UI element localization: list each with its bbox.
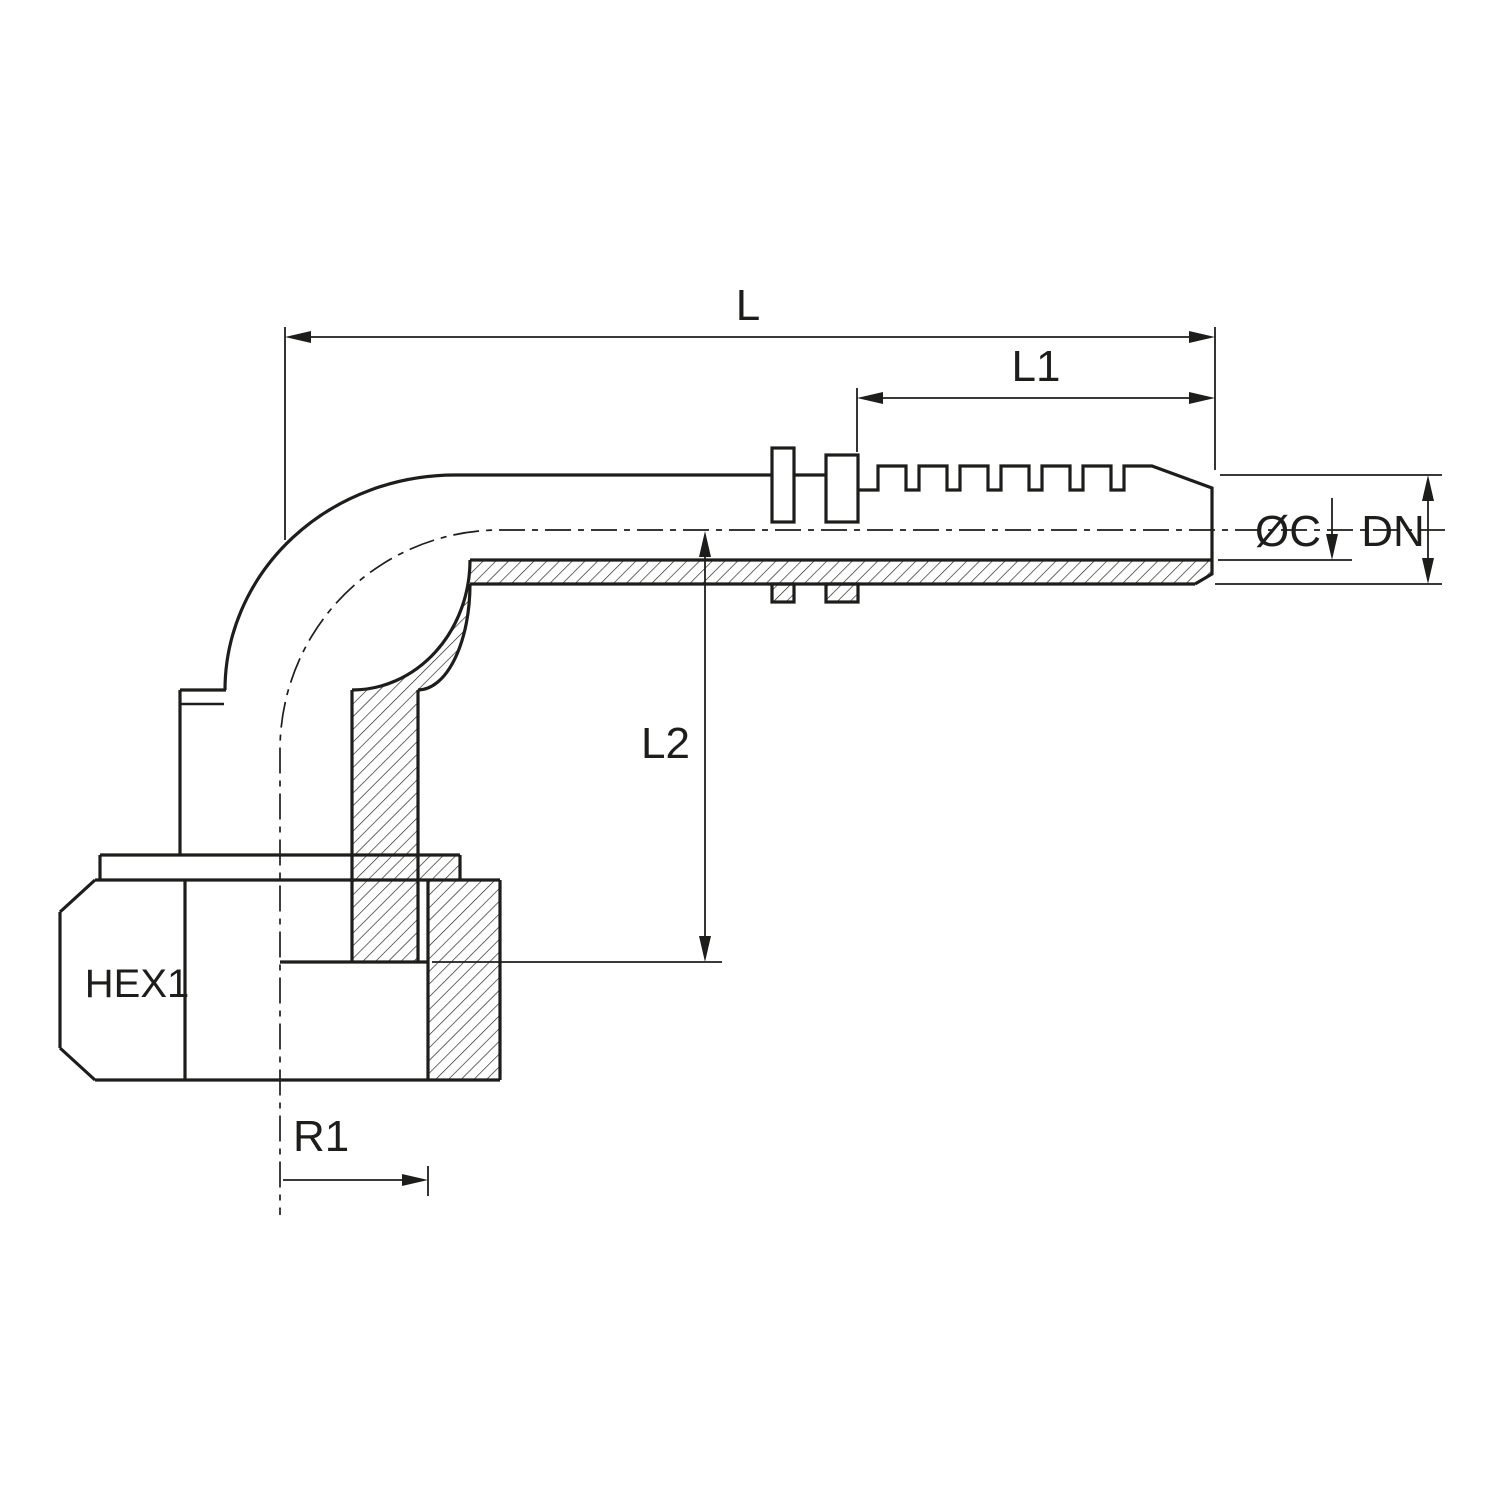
dimension-oc: ØC xyxy=(1218,498,1352,561)
arrowhead-l-right xyxy=(1189,331,1215,343)
flange-outline xyxy=(98,853,462,880)
arrowhead-l1-right xyxy=(1189,392,1215,404)
collar-rib-1 xyxy=(770,446,796,524)
dimension-l2: L2 xyxy=(432,531,722,963)
arrowhead-r1 xyxy=(402,1174,428,1186)
label-r1: R1 xyxy=(293,1112,349,1161)
collar-tab-outline-2 xyxy=(824,582,860,604)
dimension-l1: L1 xyxy=(856,342,1215,452)
label-oc: ØC xyxy=(1255,507,1321,556)
hatch-nut-section xyxy=(428,880,500,1080)
centerlines xyxy=(279,529,1445,1215)
arrowhead-dn-top xyxy=(1422,475,1434,501)
label-l2: L2 xyxy=(641,719,690,768)
dimension-dn: DN xyxy=(1215,474,1442,585)
hose-barb-profile xyxy=(858,464,1214,586)
label-dn: DN xyxy=(1361,507,1425,556)
arrowhead-l2-top xyxy=(699,531,711,557)
label-l1: L1 xyxy=(1012,342,1061,391)
elbow-outer-arc xyxy=(223,473,456,691)
elbow-bore-arc xyxy=(351,559,472,692)
hatch-collar-tab-1 xyxy=(772,584,794,602)
hatch-flange xyxy=(418,855,460,880)
hatch-collar-tab-2 xyxy=(826,584,858,602)
arrowhead-l1-left xyxy=(857,392,883,404)
arrowhead-oc xyxy=(1326,534,1338,560)
label-hex1: HEX1 xyxy=(85,962,190,1006)
dimension-r1: R1 xyxy=(283,1112,429,1196)
dimension-l: L xyxy=(284,281,1216,540)
hex-nut-outline xyxy=(58,878,502,1082)
fitting-outline xyxy=(58,446,1214,1082)
collar-tab-outline-1 xyxy=(770,582,796,604)
socket-outline xyxy=(178,688,226,855)
elbow-inner-arc xyxy=(417,583,472,692)
arrowhead-l2-bottom xyxy=(699,936,711,962)
section-hatching xyxy=(352,560,1212,1080)
hatch-lower-tube-wall xyxy=(470,560,1212,584)
centerline-path xyxy=(279,529,1445,1215)
arrowhead-l-left xyxy=(285,331,311,343)
arrowhead-dn-bottom xyxy=(1422,558,1434,584)
vertical-body-walls xyxy=(350,690,420,962)
label-l: L xyxy=(736,281,760,330)
hatch-elbow-wall xyxy=(352,560,470,962)
